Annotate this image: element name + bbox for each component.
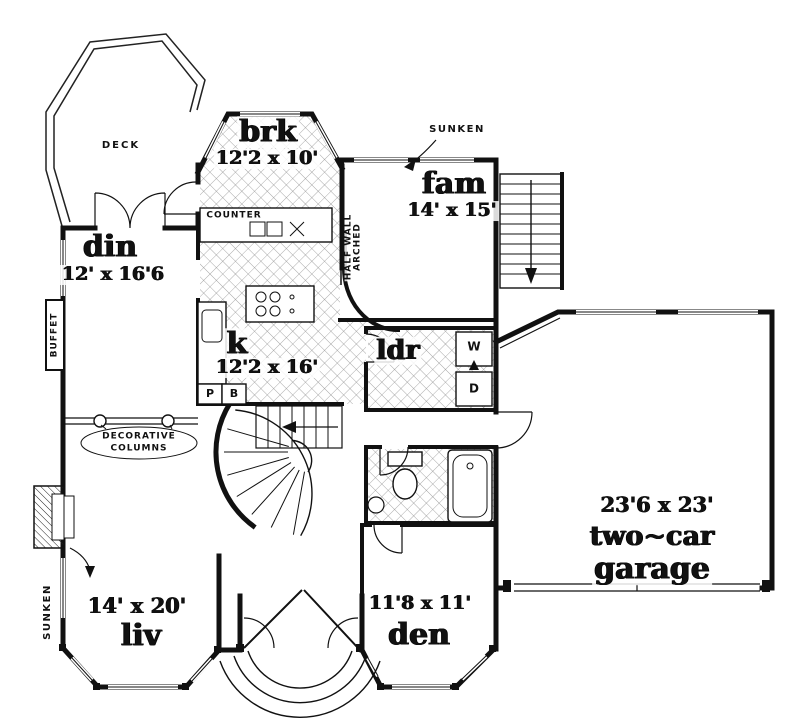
breakfast-dims: 12'2 x 10' [213, 147, 321, 170]
prep-sink [201, 309, 223, 343]
island [245, 285, 315, 323]
half-wall-line2: ARCHED [353, 212, 364, 282]
burner [269, 305, 281, 317]
broom-label: B [229, 387, 239, 401]
den-label: den [386, 617, 452, 653]
posts [59, 580, 770, 690]
decorative-label-line2: COLUMNS [110, 443, 168, 454]
range-mark [289, 221, 305, 237]
dryer-label: D [469, 381, 479, 396]
garage-label-line2: garage [592, 551, 712, 587]
sunken-label-top: SUNKEN [428, 123, 486, 136]
kitchen-label: k [224, 326, 250, 362]
living-dims: 14' x 20' [85, 592, 189, 618]
garage-entry-door [495, 411, 533, 449]
knob [289, 308, 295, 314]
front-steps [219, 650, 381, 718]
washer-label: W [467, 339, 481, 354]
spiral-stair-arrow [282, 421, 296, 433]
column [93, 414, 107, 428]
column [161, 414, 175, 428]
sunken-arrows [69, 139, 437, 578]
front-door-swings [243, 617, 359, 649]
half-wall-label: HALF WALL ARCHED [344, 212, 364, 282]
spiral-staircase [213, 401, 343, 537]
stair-direction-arrow [525, 268, 537, 284]
toilet-bowl [392, 468, 418, 500]
interior-walls [196, 158, 564, 598]
windows [61, 112, 758, 689]
kitchen-dims: 12'2 x 16' [213, 356, 321, 379]
sink-bowl [249, 221, 266, 237]
pantry-label: P [205, 387, 215, 401]
dining-dims: 12' x 16'6 [59, 263, 167, 286]
family-dims: 14' x 15' [405, 199, 499, 222]
burner [255, 291, 267, 303]
burner [269, 291, 281, 303]
decorative-label-line1: DECORATIVE [102, 431, 176, 442]
hearth [63, 495, 75, 539]
family-label: fam [419, 166, 489, 202]
deck-label: DECK [100, 139, 142, 152]
den-dims: 11'8 x 11' [366, 592, 474, 615]
deck-door [163, 181, 197, 215]
burner [255, 305, 267, 317]
laundry-label: ldr [374, 334, 422, 366]
garage-dims: 23'6 x 23' [598, 491, 716, 517]
bath-sink [367, 496, 385, 514]
knob [289, 294, 295, 300]
laundry-arrow [469, 360, 479, 370]
front-double-doors [243, 589, 359, 649]
bathroom-fixtures [367, 449, 493, 523]
breakfast-label: brk [237, 114, 299, 150]
bathtub-inner [452, 454, 488, 518]
buffet-label: BUFFET [49, 311, 60, 359]
living-label: liv [118, 618, 164, 654]
laundry-appliances [455, 331, 493, 407]
sink-bowl [266, 221, 283, 237]
broom-cabinet [221, 383, 247, 405]
tub-drain [466, 462, 474, 470]
den-door [373, 524, 403, 554]
right-staircase [499, 173, 563, 289]
garage-label-line1: two~car [587, 520, 717, 552]
dryer-box [455, 371, 493, 407]
decorative-columns-callout [63, 414, 198, 460]
fireplace [33, 485, 75, 549]
french-doors-deck [94, 192, 166, 229]
hall-tile [340, 322, 366, 404]
deck-railing [45, 33, 206, 227]
counter-label: COUNTER [205, 210, 263, 221]
sunken-label-side: SUNKEN [41, 583, 54, 641]
bath-door [379, 446, 409, 476]
dining-label: din [80, 229, 140, 265]
